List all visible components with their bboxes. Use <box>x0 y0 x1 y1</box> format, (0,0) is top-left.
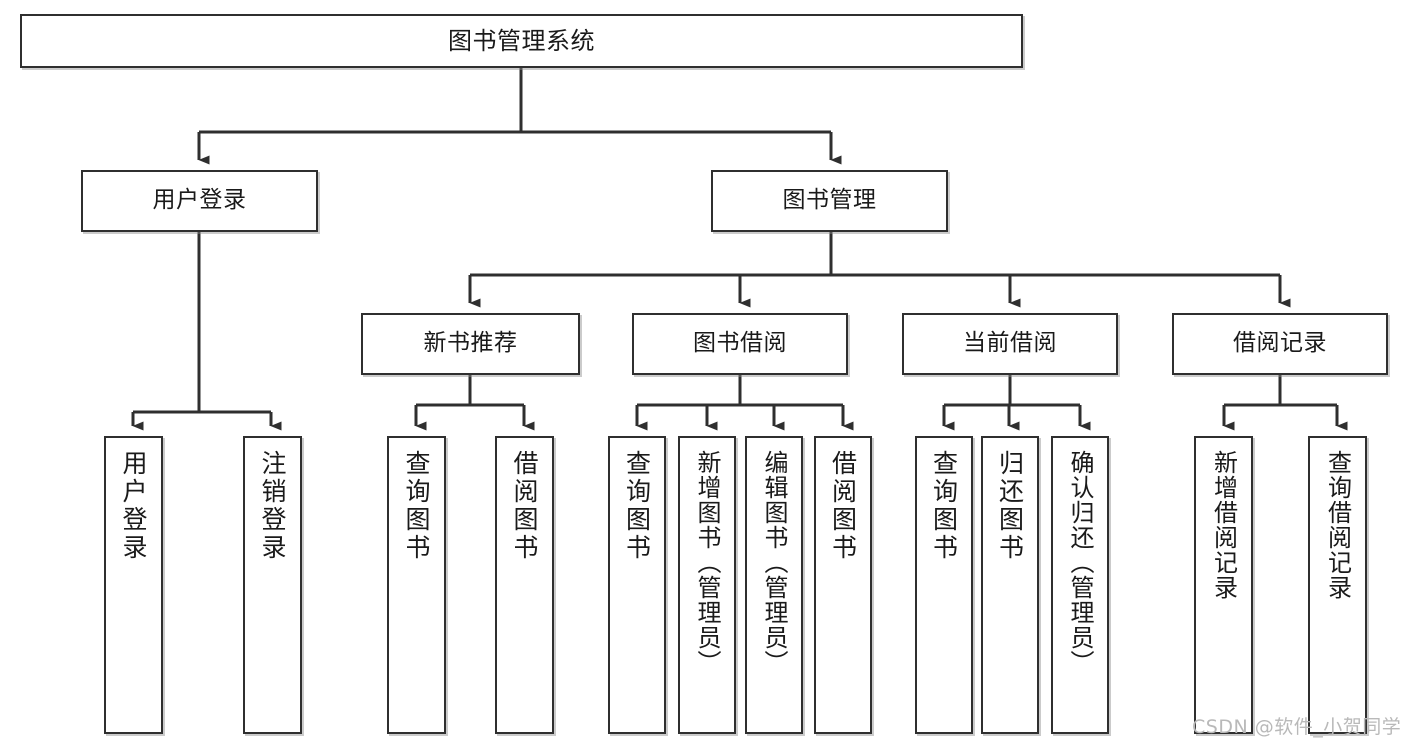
node-borrow-record[interactable]: 借阅记录 <box>1172 313 1388 375</box>
leaf-user-login[interactable]: 用户登录 <box>104 436 163 734</box>
node-label: 借阅图书 <box>510 450 539 562</box>
node-label: 图书管理系统 <box>448 26 595 55</box>
node-label: 图书借阅 <box>693 330 787 357</box>
node-new-book-recommend[interactable]: 新书推荐 <box>361 313 580 375</box>
node-label: 注销登录 <box>258 450 287 562</box>
leaf-add-borrow-record[interactable]: 新增借阅记录 <box>1194 436 1253 734</box>
node-current-borrow[interactable]: 当前借阅 <box>902 313 1118 375</box>
node-label: 当前借阅 <box>963 330 1057 357</box>
node-label: 查询图书 <box>402 450 431 562</box>
leaf-query-book-recommend[interactable]: 查询图书 <box>387 436 446 734</box>
node-label: 新增借阅记录 <box>1209 450 1238 600</box>
node-label: 编辑图书（管理员） <box>760 450 788 675</box>
leaf-query-borrow-record[interactable]: 查询借阅记录 <box>1308 436 1367 734</box>
node-label: 用户登录 <box>119 450 148 562</box>
node-root-system[interactable]: 图书管理系统 <box>20 14 1023 68</box>
leaf-borrow-book[interactable]: 借阅图书 <box>814 436 872 734</box>
leaf-query-book-current[interactable]: 查询图书 <box>915 436 973 734</box>
leaf-query-book-borrow[interactable]: 查询图书 <box>608 436 666 734</box>
leaf-return-book[interactable]: 归还图书 <box>981 436 1039 734</box>
node-label: 借阅图书 <box>828 450 858 562</box>
node-book-management[interactable]: 图书管理 <box>711 170 948 232</box>
node-label: 借阅记录 <box>1233 330 1327 357</box>
node-user-login[interactable]: 用户登录 <box>81 170 318 232</box>
leaf-edit-book-admin[interactable]: 编辑图书（管理员） <box>745 436 803 734</box>
node-label: 确认归还（管理员） <box>1066 450 1094 675</box>
node-label: 查询图书 <box>622 450 652 562</box>
node-label: 查询借阅记录 <box>1323 450 1352 600</box>
leaf-borrow-book-recommend[interactable]: 借阅图书 <box>495 436 554 734</box>
node-label: 查询图书 <box>929 450 959 562</box>
node-label: 新增图书（管理员） <box>693 450 721 675</box>
leaf-add-book-admin[interactable]: 新增图书（管理员） <box>678 436 736 734</box>
leaf-confirm-return-admin[interactable]: 确认归还（管理员） <box>1051 436 1109 734</box>
node-label: 用户登录 <box>152 187 247 214</box>
csdn-watermark: CSDN @软件_小贺同学 <box>1192 716 1402 738</box>
node-book-borrow[interactable]: 图书借阅 <box>632 313 848 375</box>
node-label: 新书推荐 <box>423 330 518 357</box>
node-label: 归还图书 <box>995 450 1025 562</box>
node-label: 图书管理 <box>782 187 877 214</box>
leaf-logout[interactable]: 注销登录 <box>243 436 302 734</box>
